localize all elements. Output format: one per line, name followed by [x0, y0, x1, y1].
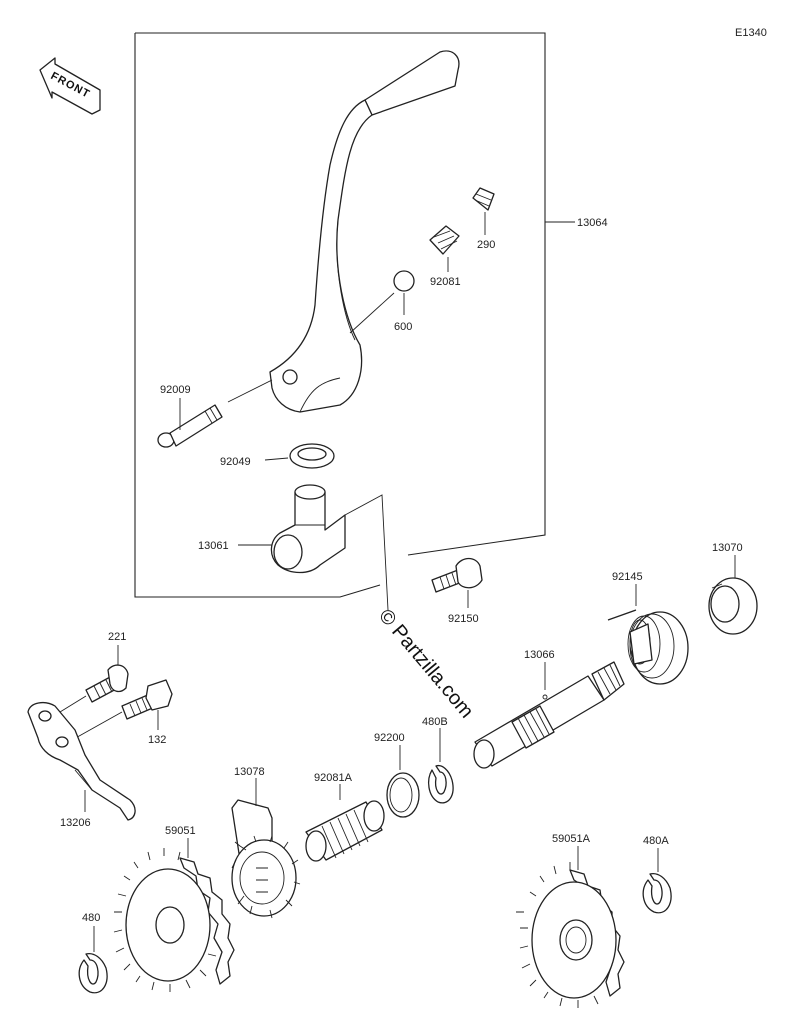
circlip-480 — [78, 952, 108, 994]
bolt-92009 — [157, 404, 223, 448]
bolt-92150 — [431, 557, 483, 593]
lever-plate-13206 — [27, 701, 136, 821]
part-label-13070: 13070 — [712, 542, 743, 554]
collar-13070 — [708, 577, 758, 635]
part-label-92150: 92150 — [448, 613, 479, 625]
part-label-13061: 13061 — [198, 540, 229, 552]
ratchet-13078 — [231, 799, 301, 919]
part-label-92081A: 92081A — [314, 772, 353, 784]
part-label-480A: 480A — [643, 835, 669, 847]
leader-ball-to-lever — [349, 292, 395, 334]
spring-290 — [472, 187, 495, 211]
bolt-221 — [85, 664, 129, 703]
front-arrow-icon: FRONT — [39, 57, 101, 115]
part-label-59051: 59051 — [165, 825, 196, 837]
gear-59051 — [113, 848, 235, 992]
part-label-290: 290 — [477, 239, 495, 251]
assembly-outline — [134, 32, 546, 598]
part-label-13206: 13206 — [60, 817, 91, 829]
kick-pedal-lever — [269, 50, 460, 413]
part-label-92049: 92049 — [220, 456, 251, 468]
part-label-480: 480 — [82, 912, 100, 924]
washer-92200 — [386, 772, 420, 818]
part-label-92009: 92009 — [160, 384, 191, 396]
ball-600 — [393, 270, 415, 292]
part-label-480B: 480B — [422, 716, 448, 728]
circlip-480A — [642, 872, 672, 914]
spring-92081A — [305, 800, 385, 862]
leader-boss — [344, 494, 389, 611]
part-label-13078: 13078 — [234, 766, 265, 778]
part-label-221: 221 — [108, 631, 126, 643]
kick-shaft-13066 — [473, 661, 625, 769]
part-label-600: 600 — [394, 321, 412, 333]
bolt-132 — [121, 679, 173, 720]
washer-92049 — [289, 443, 335, 469]
circlip-480B — [427, 764, 454, 804]
gear-59051A — [516, 862, 625, 1008]
spring-92081 — [429, 225, 460, 255]
part-label-92200: 92200 — [374, 732, 405, 744]
part-label-132: 132 — [148, 734, 166, 746]
spring-92145 — [607, 609, 689, 685]
boss-13061 — [270, 484, 346, 574]
part-label-92145: 92145 — [612, 571, 643, 583]
part-label-92081: 92081 — [430, 276, 461, 288]
diagram-code: E1340 — [735, 27, 767, 39]
part-label-13066: 13066 — [524, 649, 555, 661]
part-label-59051A: 59051A — [552, 833, 591, 845]
part-label-13064: 13064 — [577, 217, 608, 229]
